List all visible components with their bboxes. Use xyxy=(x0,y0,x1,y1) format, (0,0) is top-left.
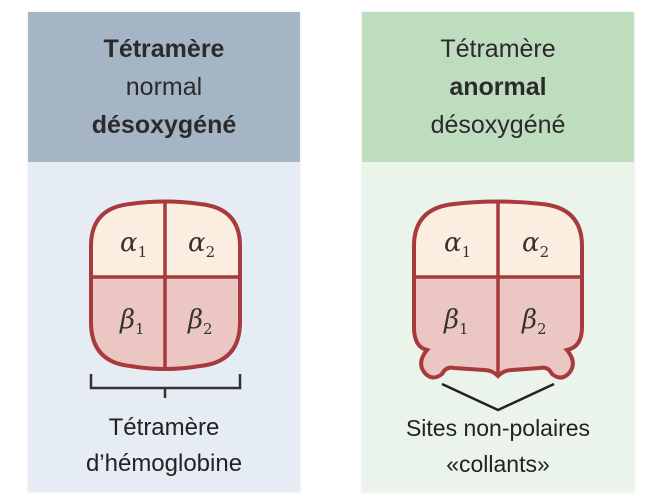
caption-line-2: d’hémoglobine xyxy=(28,446,300,482)
tetramer-bracket xyxy=(91,374,240,398)
abnormal-tetramer-diagram: α1 α2 β1 β2 xyxy=(362,162,634,412)
header-line-2: anormal xyxy=(449,68,546,106)
sticky-site-pointer-lines xyxy=(442,384,554,410)
header-line-3: désoxygéné xyxy=(92,106,237,144)
header-line-1: Tétramère xyxy=(440,30,555,68)
caption-line-2: «collants» xyxy=(362,446,634,482)
abnormal-tetramer-panel: Tétramère anormal désoxygéné α1 α2 β1 β2… xyxy=(362,12,634,492)
header-line-2: normal xyxy=(126,68,202,106)
abnormal-tetramer-header: Tétramère anormal désoxygéné xyxy=(362,12,634,162)
normal-tetramer-panel: Tétramère normal désoxygéné α1 α2 β1 β2 … xyxy=(28,12,300,492)
caption-line-1: Tétramère xyxy=(28,410,300,446)
caption-line-1: Sites non-polaires xyxy=(362,410,634,446)
abnormal-tetramer-caption: Sites non-polaires «collants» xyxy=(362,410,634,482)
header-line-3: désoxygéné xyxy=(431,106,566,144)
normal-tetramer-header: Tétramère normal désoxygéné xyxy=(28,12,300,162)
header-line-1: Tétramère xyxy=(104,30,225,68)
normal-tetramer-diagram: α1 α2 β1 β2 xyxy=(28,162,300,412)
normal-tetramer-caption: Tétramère d’hémoglobine xyxy=(28,410,300,482)
